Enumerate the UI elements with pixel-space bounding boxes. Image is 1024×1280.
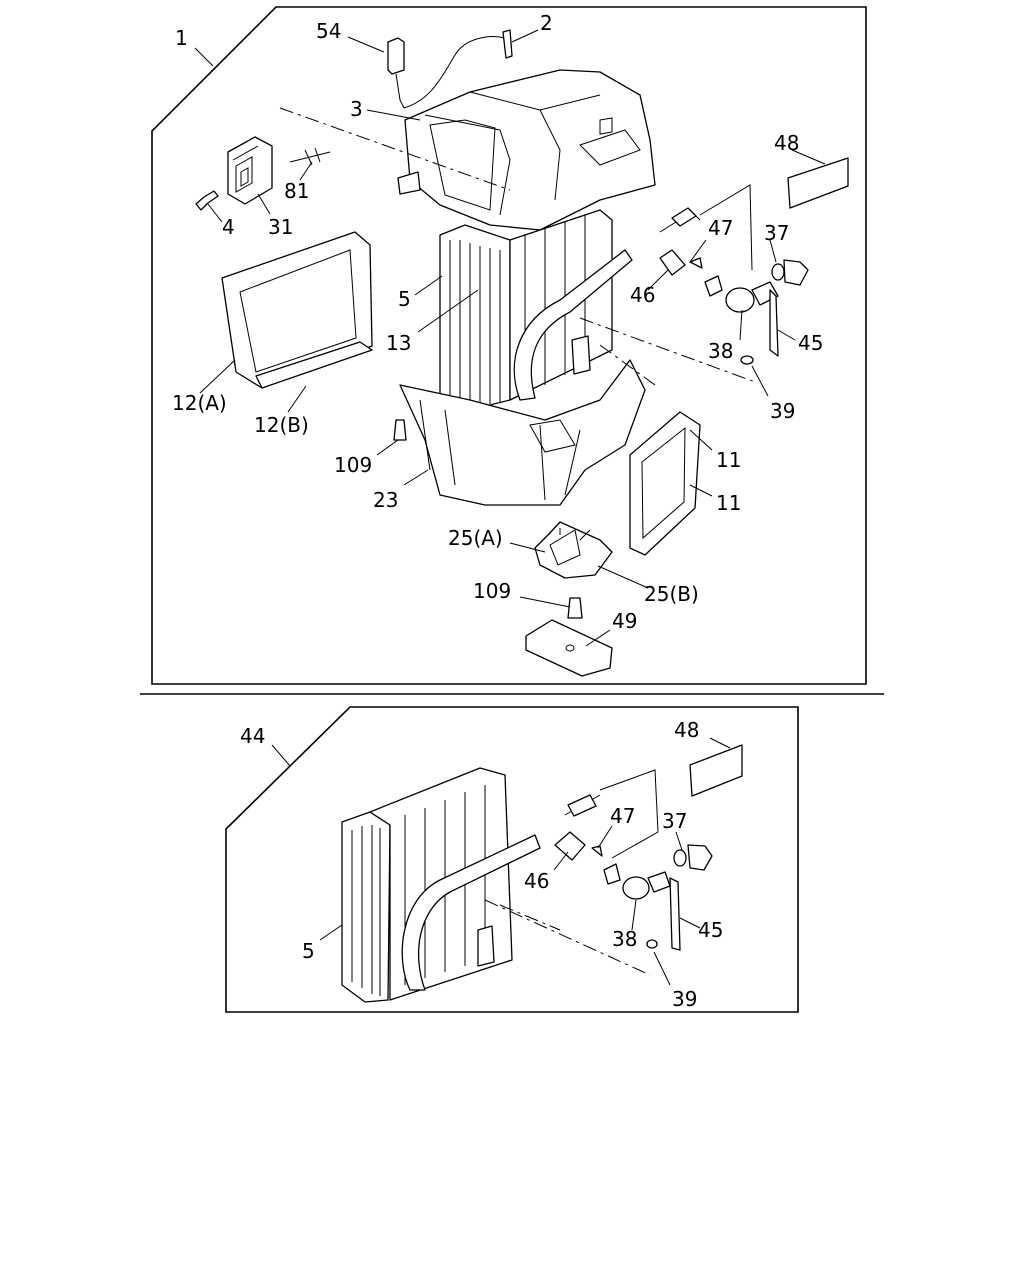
callout-label: 3: [350, 97, 363, 121]
screw-4-part: [195, 190, 219, 211]
callout-label: 1: [175, 26, 188, 50]
upper-assembly-frame: [151, 6, 867, 685]
callout-label: 45: [798, 331, 823, 355]
callout-label: 4: [222, 215, 235, 239]
callout-label: 11: [716, 448, 741, 472]
callout-label: 39: [672, 987, 697, 1011]
callout-label: 109: [334, 453, 372, 477]
lower-assembly-frame: [225, 706, 799, 1013]
callout-label: 5: [302, 939, 315, 963]
callout-label: 44: [240, 724, 265, 748]
screw-109a-part: [393, 419, 407, 441]
callout-label: 46: [524, 869, 549, 893]
callout-label: 12(A): [172, 391, 227, 415]
callout-label: 31: [268, 215, 293, 239]
valve-group-lower: [554, 769, 713, 951]
bracket-25-part: [534, 521, 613, 579]
callout-label: 13: [386, 331, 411, 355]
pipe-fitting-part: [571, 335, 591, 375]
lower-label-48-part: [689, 744, 743, 797]
callout-label: 25(B): [644, 582, 699, 606]
callout-label: 2: [540, 11, 553, 35]
callout-label: 48: [774, 131, 799, 155]
pad-49-part: [525, 619, 613, 677]
callout-label: 38: [708, 339, 733, 363]
lower-pipe-part: [401, 834, 541, 991]
callout-label: 38: [612, 927, 637, 951]
lower-pipe-fitting-part: [477, 925, 495, 967]
lower-case-part: [399, 359, 646, 506]
alignment-line-upper: [279, 107, 756, 386]
callout-label: 37: [662, 809, 687, 833]
callout-label: 47: [708, 216, 733, 240]
callout-label: 23: [373, 488, 398, 512]
callout-label: 49: [612, 609, 637, 633]
callout-label: 39: [770, 399, 795, 423]
callout-label: 11: [716, 491, 741, 515]
alignment-line-lower: [484, 899, 651, 976]
callout-label: 47: [610, 804, 635, 828]
callout-label: 37: [764, 221, 789, 245]
seal-12-part: [221, 231, 373, 389]
callout-label: 45: [698, 918, 723, 942]
lower-assembly-group: 44 48 47 37 46 38 45 5 39: [225, 706, 799, 1013]
callout-label: 12(B): [254, 413, 309, 437]
connector-54-part: [387, 36, 506, 109]
resistor-part: [227, 136, 273, 205]
upper-assembly-group: 1 54 2 3 48 81 4 31 47 37 5 46 13 38 45 …: [151, 6, 867, 685]
sensor-2-part: [502, 29, 513, 59]
screw-109b-part: [567, 597, 583, 619]
lower-evaporator-core-part: [341, 767, 513, 1003]
callout-label: 81: [284, 179, 309, 203]
callout-label: 54: [316, 19, 341, 43]
callout-label: 46: [630, 283, 655, 307]
callout-label: 5: [398, 287, 411, 311]
label-48-part: [787, 157, 849, 209]
evaporator-pipe-part: [513, 249, 633, 401]
valve-group-upper: [659, 184, 809, 365]
clip-81-part: [289, 147, 331, 166]
callout-label: 25(A): [448, 526, 503, 550]
callout-label: 109: [473, 579, 511, 603]
upper-case-part: [397, 69, 656, 231]
seal-11-part: [629, 411, 701, 556]
callout-label: 48: [674, 718, 699, 742]
